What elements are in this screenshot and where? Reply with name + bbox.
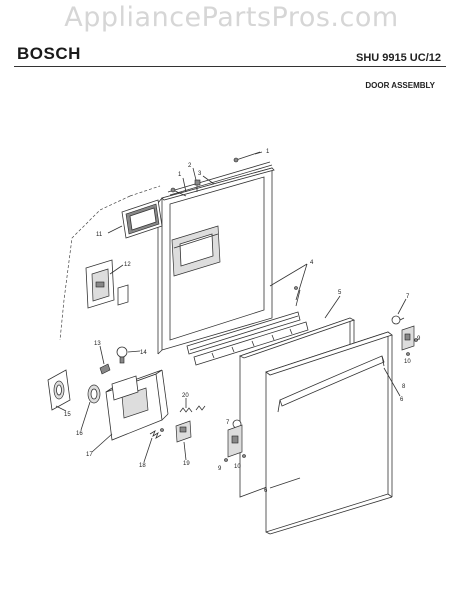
callout-20: 20 <box>182 393 189 399</box>
callout-8: 8 <box>402 384 406 390</box>
callout-16: 16 <box>76 431 83 437</box>
model-number: SHU 9915 UC/12 <box>356 52 441 64</box>
callout-9a: 9 <box>417 336 421 342</box>
control-unit <box>47 346 206 443</box>
callout-3: 3 <box>198 171 202 177</box>
dispenser-cover <box>59 185 163 341</box>
callout-6a: 6 <box>264 488 268 494</box>
callout-4: 4 <box>310 260 314 266</box>
callout-1b: 1 <box>266 149 270 155</box>
callout-2: 2 <box>188 163 192 169</box>
callout-14: 14 <box>140 350 147 356</box>
callout-6b: 6 <box>400 397 404 403</box>
callout-5: 5 <box>338 290 342 296</box>
latch-bracket-lower <box>224 424 246 462</box>
callout-15: 15 <box>64 412 71 418</box>
callout-7b: 7 <box>226 420 230 426</box>
site-watermark: AppliancePartsPros.com <box>64 2 399 33</box>
leader-lines <box>55 151 407 489</box>
section-title: DOOR ASSEMBLY <box>365 81 435 90</box>
door-handle <box>277 355 385 413</box>
callout-13: 13 <box>94 341 101 347</box>
callout-18: 18 <box>139 463 146 469</box>
callout-19: 19 <box>183 461 190 467</box>
callout-1a: 1 <box>178 172 182 178</box>
brand-logo-text: BOSCH <box>17 44 81 63</box>
bottom-trim-strip <box>186 286 301 355</box>
callout-11: 11 <box>96 232 103 238</box>
callout-labels: 1 1 2 3 4 5 6 6 7 7 8 9 9 10 10 11 12 13… <box>64 149 421 494</box>
front-door-panel <box>265 331 393 535</box>
header-rule <box>14 66 446 67</box>
callout-7a: 7 <box>406 294 410 300</box>
inner-door-panel <box>157 167 275 355</box>
callout-9b: 9 <box>218 466 222 472</box>
callout-17: 17 <box>86 452 93 458</box>
vent-strip <box>193 321 309 366</box>
latch-bracket-right <box>401 325 418 356</box>
dispenser-mechanism <box>85 259 129 309</box>
callout-10a: 10 <box>404 359 411 365</box>
callout-12: 12 <box>124 262 131 268</box>
callout-10b: 10 <box>234 464 241 470</box>
